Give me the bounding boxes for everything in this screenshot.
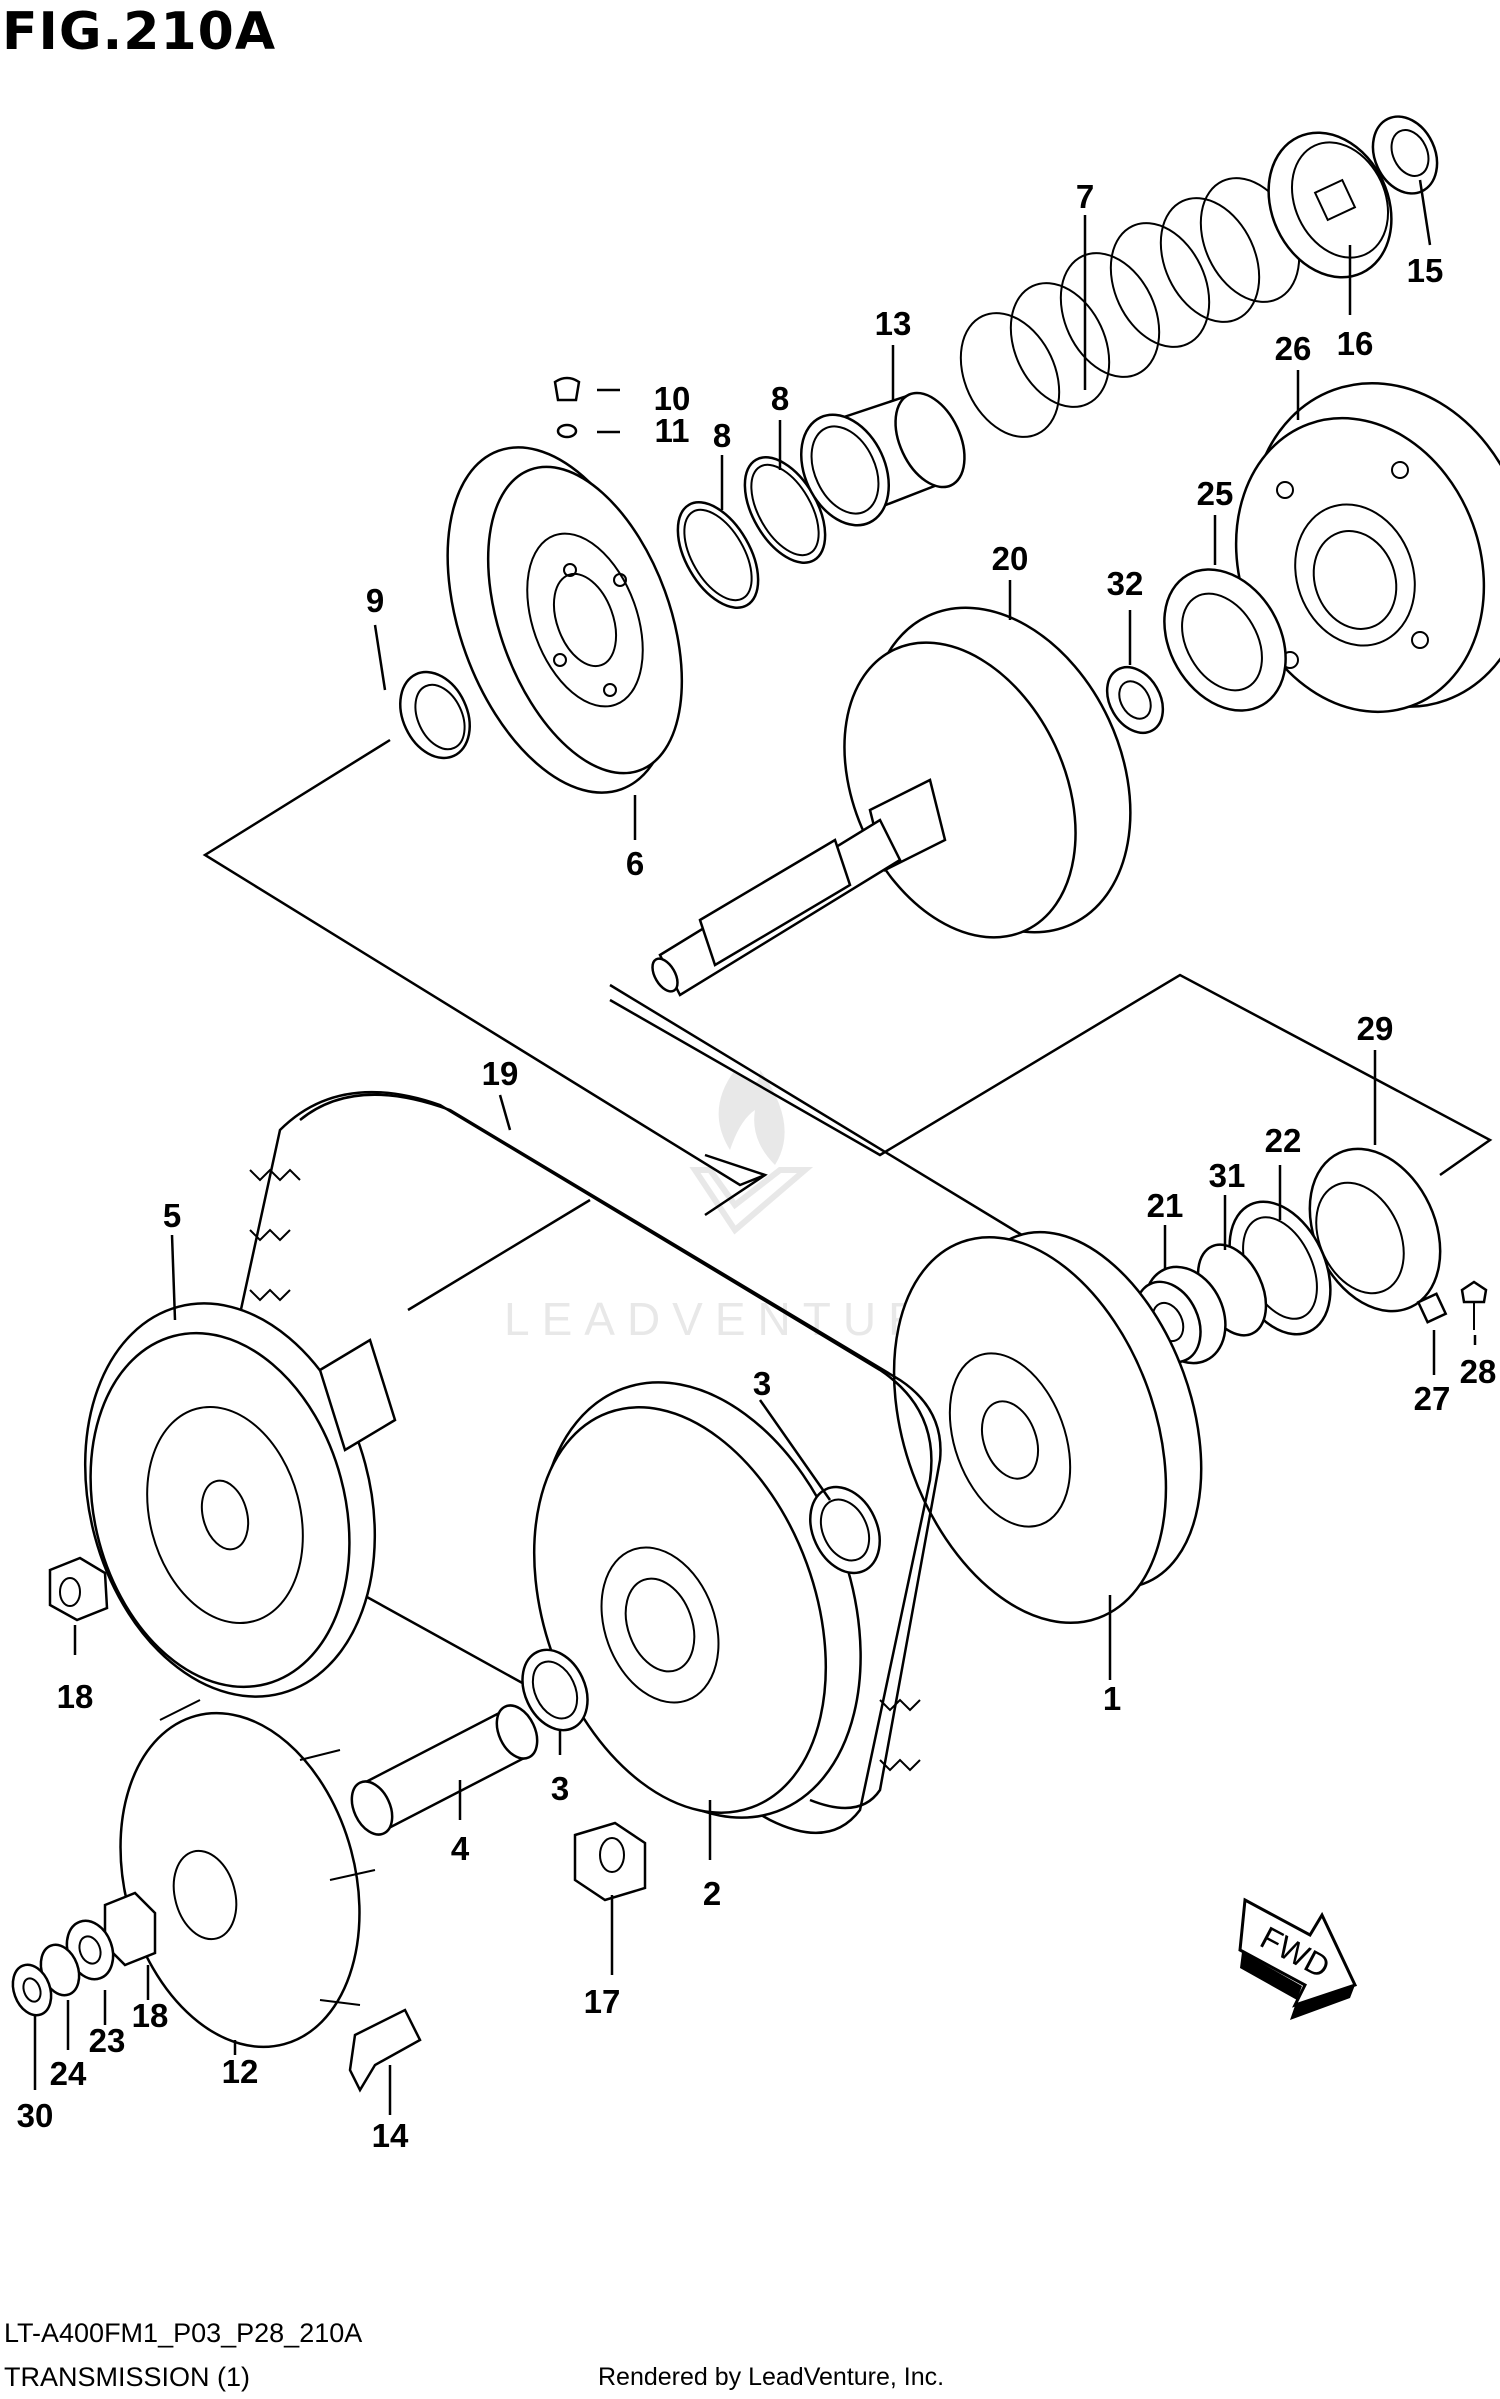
- part-17-bearing: [573, 1821, 647, 1902]
- part-25-one-way-clutch: [1163, 568, 1287, 712]
- callout-15: 15: [1407, 252, 1444, 289]
- part-26-clutch-housing: [1234, 381, 1500, 714]
- part-5-drive-face: [83, 1302, 397, 1698]
- callout-11: 11: [655, 412, 690, 449]
- callout-23: 23: [89, 2022, 126, 2059]
- callout-3-upper: 3: [753, 1365, 771, 1402]
- callout-8-left: 8: [713, 417, 731, 454]
- callout-4: 4: [451, 1830, 470, 1867]
- model-code: LT-A400FM1_P03_P28_210A: [4, 2318, 363, 2348]
- callout-16: 16: [1337, 325, 1374, 362]
- part-16-plate: [1267, 131, 1393, 279]
- callout-10: 10: [654, 380, 691, 417]
- callout-27: 27: [1414, 1380, 1451, 1417]
- part-2-movable-drive-face: [532, 1381, 862, 1819]
- parts-18-23-24-30-hardware: [11, 1891, 157, 2017]
- callout-7: 7: [1076, 178, 1094, 215]
- part-9-seal: [399, 670, 471, 760]
- part-22-31-seals: [1196, 1200, 1332, 1337]
- callout-numbers: 7 15 16 26 13 10 8 11 8 25 20 32 9 6 29 …: [17, 178, 1497, 2154]
- part-7-spring: [959, 177, 1301, 438]
- part-6-disc: [446, 446, 684, 794]
- callout-20: 20: [992, 540, 1029, 577]
- callout-31: 31: [1209, 1157, 1246, 1194]
- leadventure-watermark: LEADVENTURE: [504, 1070, 976, 1345]
- callout-13: 13: [875, 305, 912, 342]
- callout-5: 5: [163, 1197, 181, 1234]
- callout-14: 14: [372, 2117, 409, 2154]
- callout-25: 25: [1197, 475, 1234, 512]
- callout-8-right: 8: [771, 380, 789, 417]
- part-1-driven-sheave: [892, 1230, 1203, 1624]
- callout-29: 29: [1357, 1010, 1394, 1047]
- callout-26: 26: [1275, 330, 1312, 367]
- section-name: TRANSMISSION (1): [4, 2362, 251, 2392]
- part-10-11-pin: [553, 376, 581, 439]
- callout-3-lower: 3: [551, 1770, 569, 1807]
- part-4-spacer: [350, 1704, 539, 1836]
- callout-18-upper: 18: [57, 1678, 94, 1715]
- part-3-rings: [521, 1485, 881, 1732]
- part-18-nut-upper: [48, 1556, 109, 1622]
- callout-21: 21: [1147, 1187, 1184, 1224]
- part-13-collar: [799, 391, 966, 527]
- callout-24: 24: [50, 2055, 87, 2092]
- part-20-clutch-drum-shaft: [651, 606, 1132, 997]
- callout-6: 6: [626, 845, 644, 882]
- callout-17: 17: [584, 1983, 621, 2020]
- fwd-arrow: FWD: [1238, 1897, 1358, 2020]
- part-27-28-bolt-washer: [1416, 1280, 1488, 1330]
- callout-30: 30: [17, 2097, 54, 2134]
- callout-22: 22: [1265, 1122, 1302, 1159]
- figure-title: FIG.210A: [2, 2, 277, 62]
- callout-32: 32: [1107, 565, 1144, 602]
- rendered-by-credit: Rendered by LeadVenture, Inc.: [598, 2363, 945, 2391]
- callout-2: 2: [703, 1875, 721, 1912]
- part-32-bushing: [1105, 665, 1165, 735]
- callout-leader-lines: [33, 179, 1477, 2115]
- callout-19: 19: [482, 1055, 519, 1092]
- watermark-text: LEADVENTURE: [504, 1293, 976, 1345]
- part-8-o-rings: [676, 456, 827, 609]
- callout-1: 1: [1103, 1680, 1121, 1717]
- callout-12: 12: [222, 2053, 259, 2090]
- callout-9: 9: [366, 582, 384, 619]
- part-14-slider: [348, 2008, 422, 2093]
- callout-28: 28: [1460, 1353, 1497, 1390]
- callout-18-lower: 18: [132, 1997, 169, 2034]
